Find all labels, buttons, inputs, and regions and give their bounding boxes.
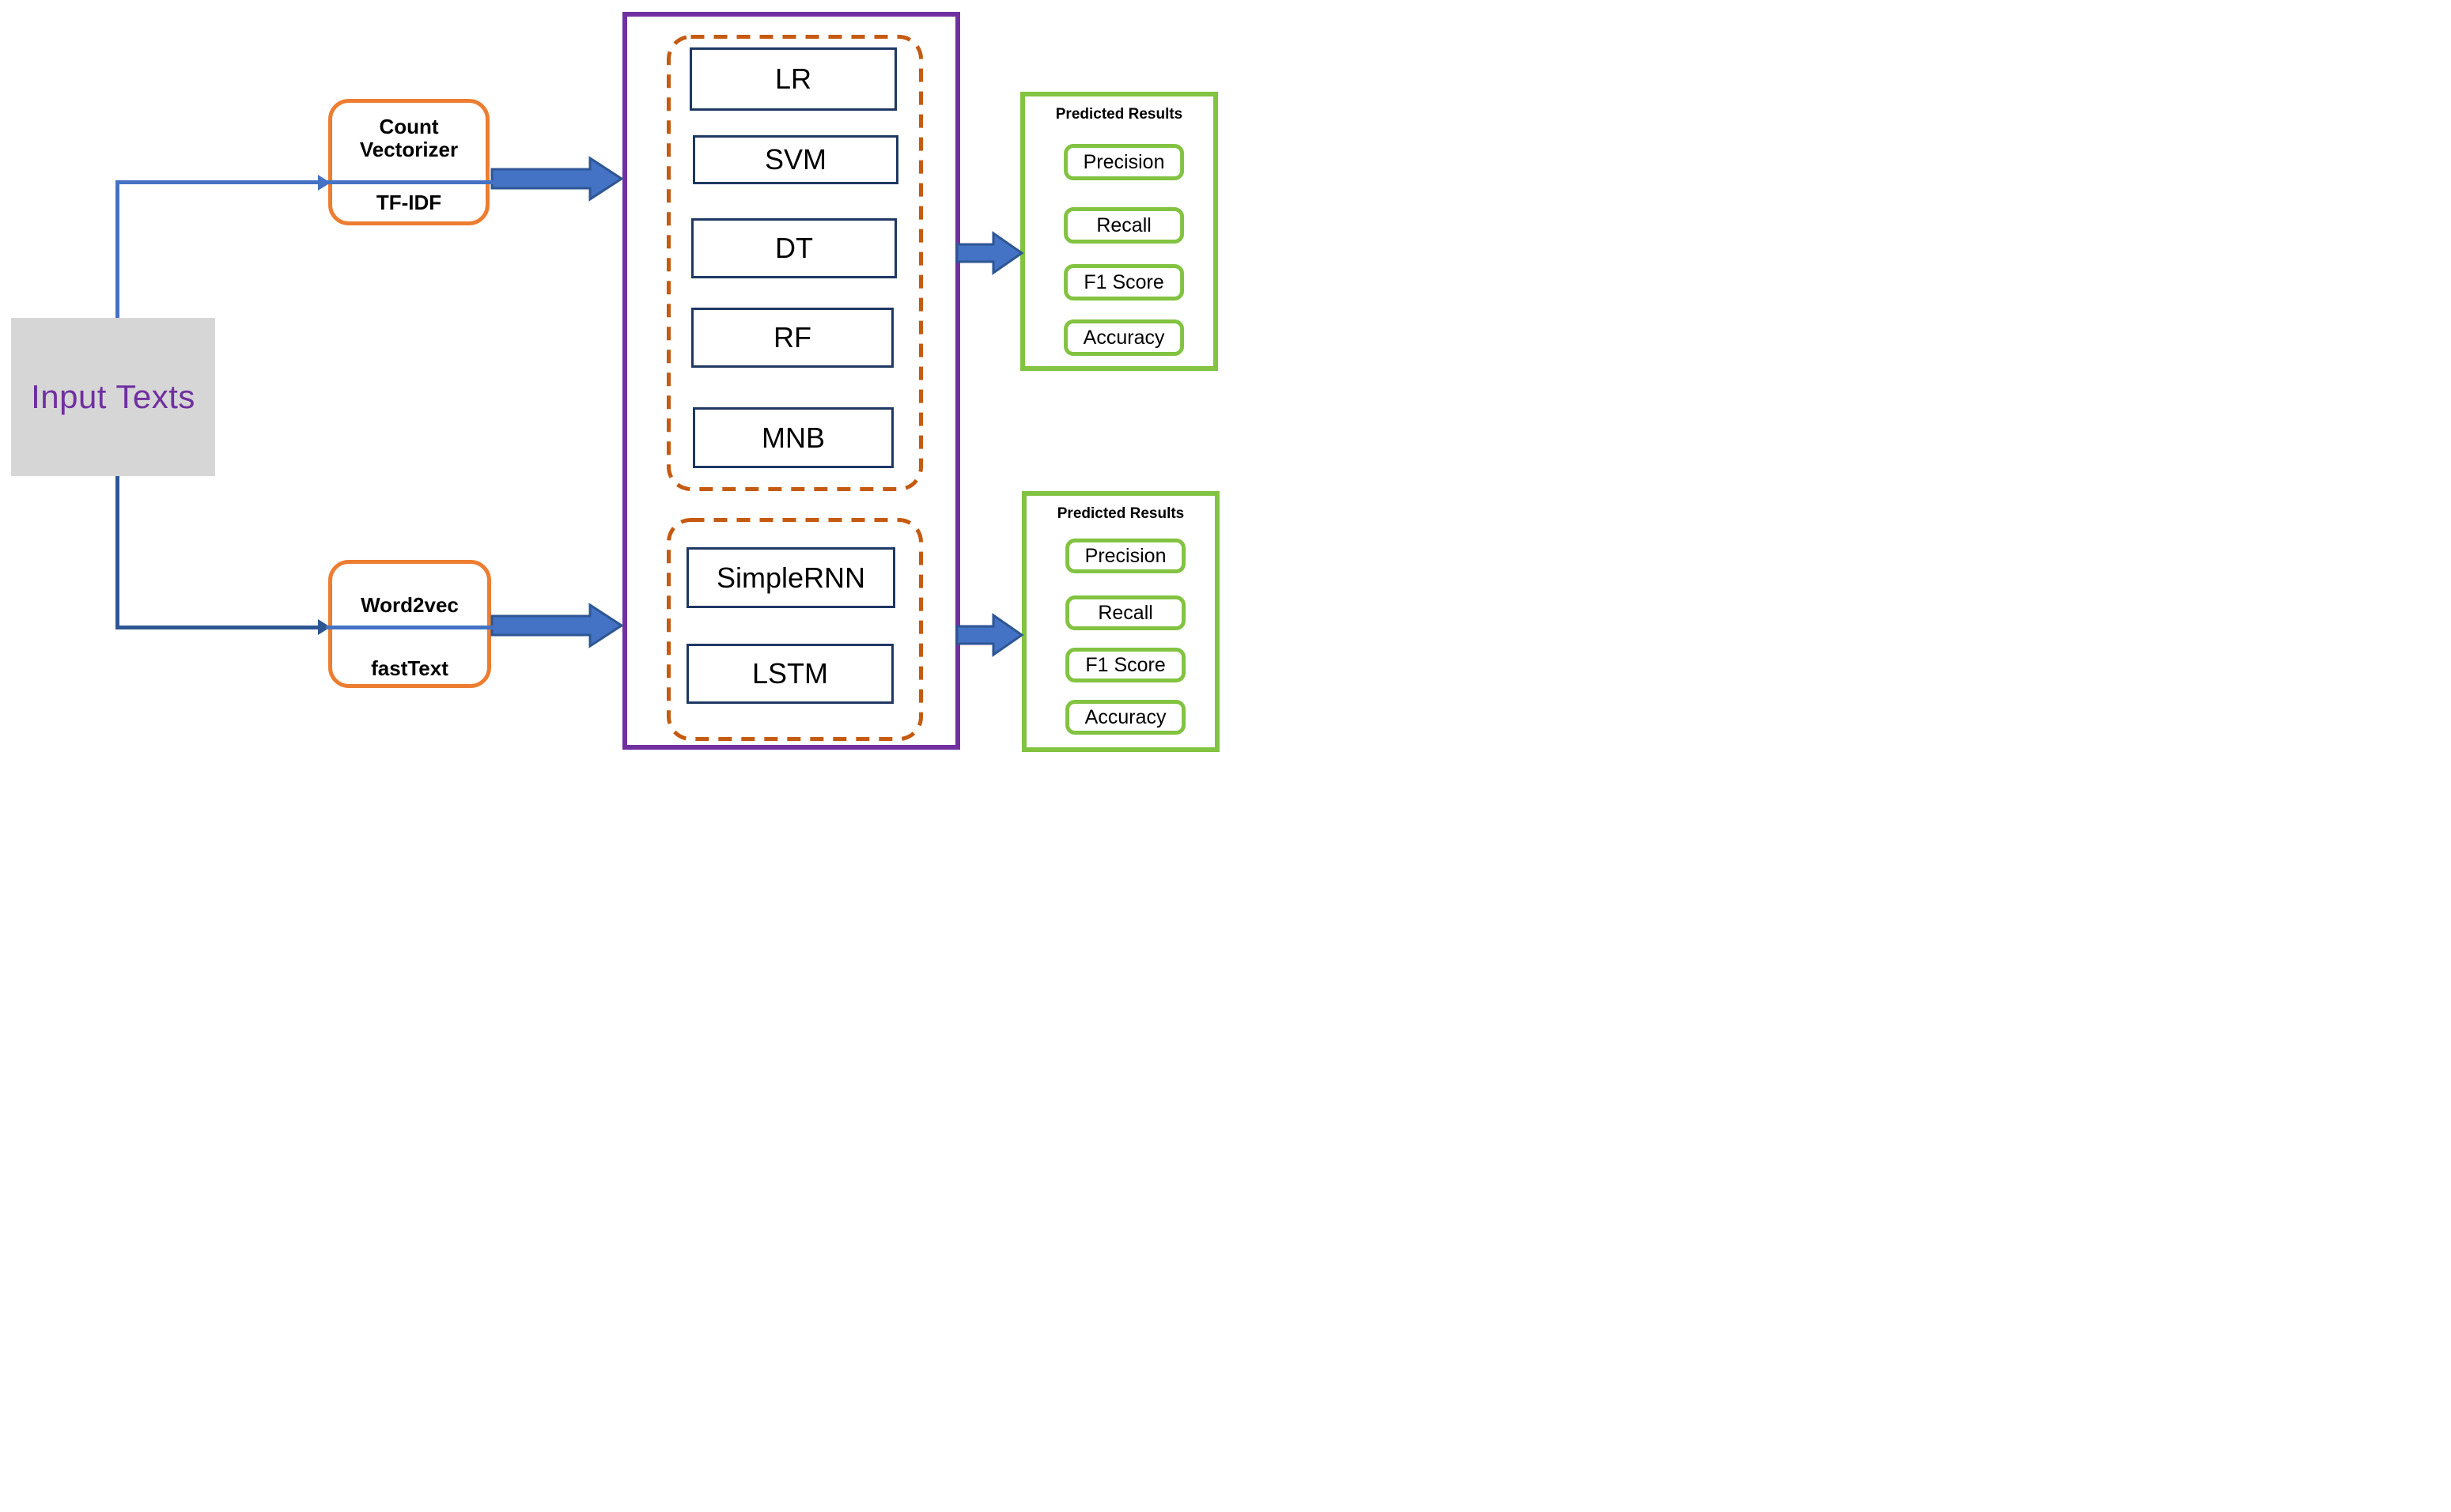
metric-label: Accuracy xyxy=(1084,705,1167,728)
metric-label: F1 Score xyxy=(1085,653,1166,676)
model-box-lr: LR xyxy=(690,47,897,111)
input-texts-box: Input Texts xyxy=(11,318,215,476)
deep-models-group-frame xyxy=(667,518,923,741)
model-box-simplernn: SimpleRNN xyxy=(687,547,895,608)
model-label: LR xyxy=(774,62,812,95)
block-arrow-right-icon xyxy=(955,613,1024,657)
metric-pill-precision: Precision xyxy=(1065,539,1186,573)
model-box-mnb: MNB xyxy=(693,407,894,468)
metric-label: Precision xyxy=(1083,150,1165,173)
arrowhead-right-icon xyxy=(318,619,331,635)
flow-diagram: Input Texts Count Vectorizer TF-IDF Word… xyxy=(0,0,1226,756)
block-arrow-right-icon xyxy=(955,231,1024,275)
block-arrow-right-icon xyxy=(490,603,624,648)
word2vec-box: Word2vec fastText xyxy=(328,560,491,688)
block-arrow-right-icon xyxy=(490,156,624,202)
input-texts-label: Input Texts xyxy=(31,378,195,415)
predicted-results-panel-bottom: Predicted Results Precision Recall F1 Sc… xyxy=(1022,491,1220,752)
line-through-count-box xyxy=(326,180,498,184)
model-label: DT xyxy=(775,232,813,264)
models-container-box xyxy=(622,12,960,750)
model-label: SimpleRNN xyxy=(716,561,866,594)
metric-pill-recall: Recall xyxy=(1065,595,1186,630)
model-box-dt: DT xyxy=(691,218,897,278)
metric-label: Precision xyxy=(1084,544,1167,567)
connector-bottom-horizontal xyxy=(115,626,318,629)
count-vectorizer-box: Count Vectorizer TF-IDF xyxy=(328,99,490,225)
model-box-lstm: LSTM xyxy=(687,644,894,704)
metric-pill-accuracy: Accuracy xyxy=(1065,700,1186,735)
connector-bottom-vertical xyxy=(115,476,119,628)
metric-pill-f1-score: F1 Score xyxy=(1064,264,1185,301)
connector-top-horizontal xyxy=(115,180,318,184)
predicted-results-panel-top: Predicted Results Precision Recall F1 Sc… xyxy=(1020,92,1218,371)
metric-label: F1 Score xyxy=(1084,270,1164,293)
word2vec-label: Word2vec xyxy=(361,593,459,617)
metric-label: Recall xyxy=(1098,601,1153,624)
metric-label: Accuracy xyxy=(1083,326,1165,349)
line-through-word2vec-box xyxy=(326,626,498,629)
model-box-rf: RF xyxy=(691,308,894,368)
metric-pill-accuracy: Accuracy xyxy=(1064,319,1185,356)
model-label: SVM xyxy=(764,143,826,176)
model-box-svm: SVM xyxy=(693,135,898,184)
model-label: LSTM xyxy=(751,657,828,690)
tfidf-label: TF-IDF xyxy=(376,191,442,214)
arrowhead-right-icon xyxy=(318,175,331,191)
model-label: RF xyxy=(774,321,811,353)
metric-pill-f1-score: F1 Score xyxy=(1065,648,1186,682)
metric-label: Recall xyxy=(1096,214,1152,236)
predicted-results-title: Predicted Results xyxy=(1055,106,1183,123)
connector-top-vertical xyxy=(115,182,119,318)
model-label: MNB xyxy=(762,421,825,454)
predicted-results-title: Predicted Results xyxy=(1057,505,1185,522)
metric-pill-recall: Recall xyxy=(1064,207,1185,244)
classical-models-group-frame xyxy=(667,35,923,491)
metric-pill-precision: Precision xyxy=(1064,144,1185,180)
count-vectorizer-label: Count Vectorizer xyxy=(359,115,459,161)
fasttext-label: fastText xyxy=(371,656,448,680)
